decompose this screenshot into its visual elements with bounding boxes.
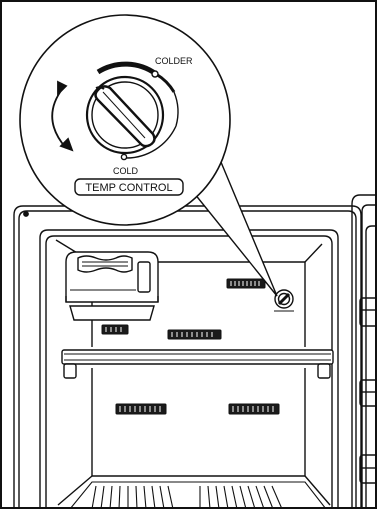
temp-control-dial[interactable] [87, 77, 163, 153]
vent-lower-right [229, 404, 279, 414]
label-colder: COLDER [155, 56, 193, 66]
label-cold: COLD [113, 166, 139, 176]
vent-lower-left [116, 404, 166, 414]
cold-marker-dot [121, 154, 126, 159]
ice-maker [66, 252, 158, 320]
temp-control-title: TEMP CONTROL [85, 182, 172, 194]
colder-marker-dot [152, 71, 158, 77]
vent-middle [168, 330, 221, 339]
crisper-drawer-front [70, 482, 326, 509]
glass-shelf [62, 350, 333, 378]
temp-control-knob-small[interactable] [274, 290, 294, 311]
